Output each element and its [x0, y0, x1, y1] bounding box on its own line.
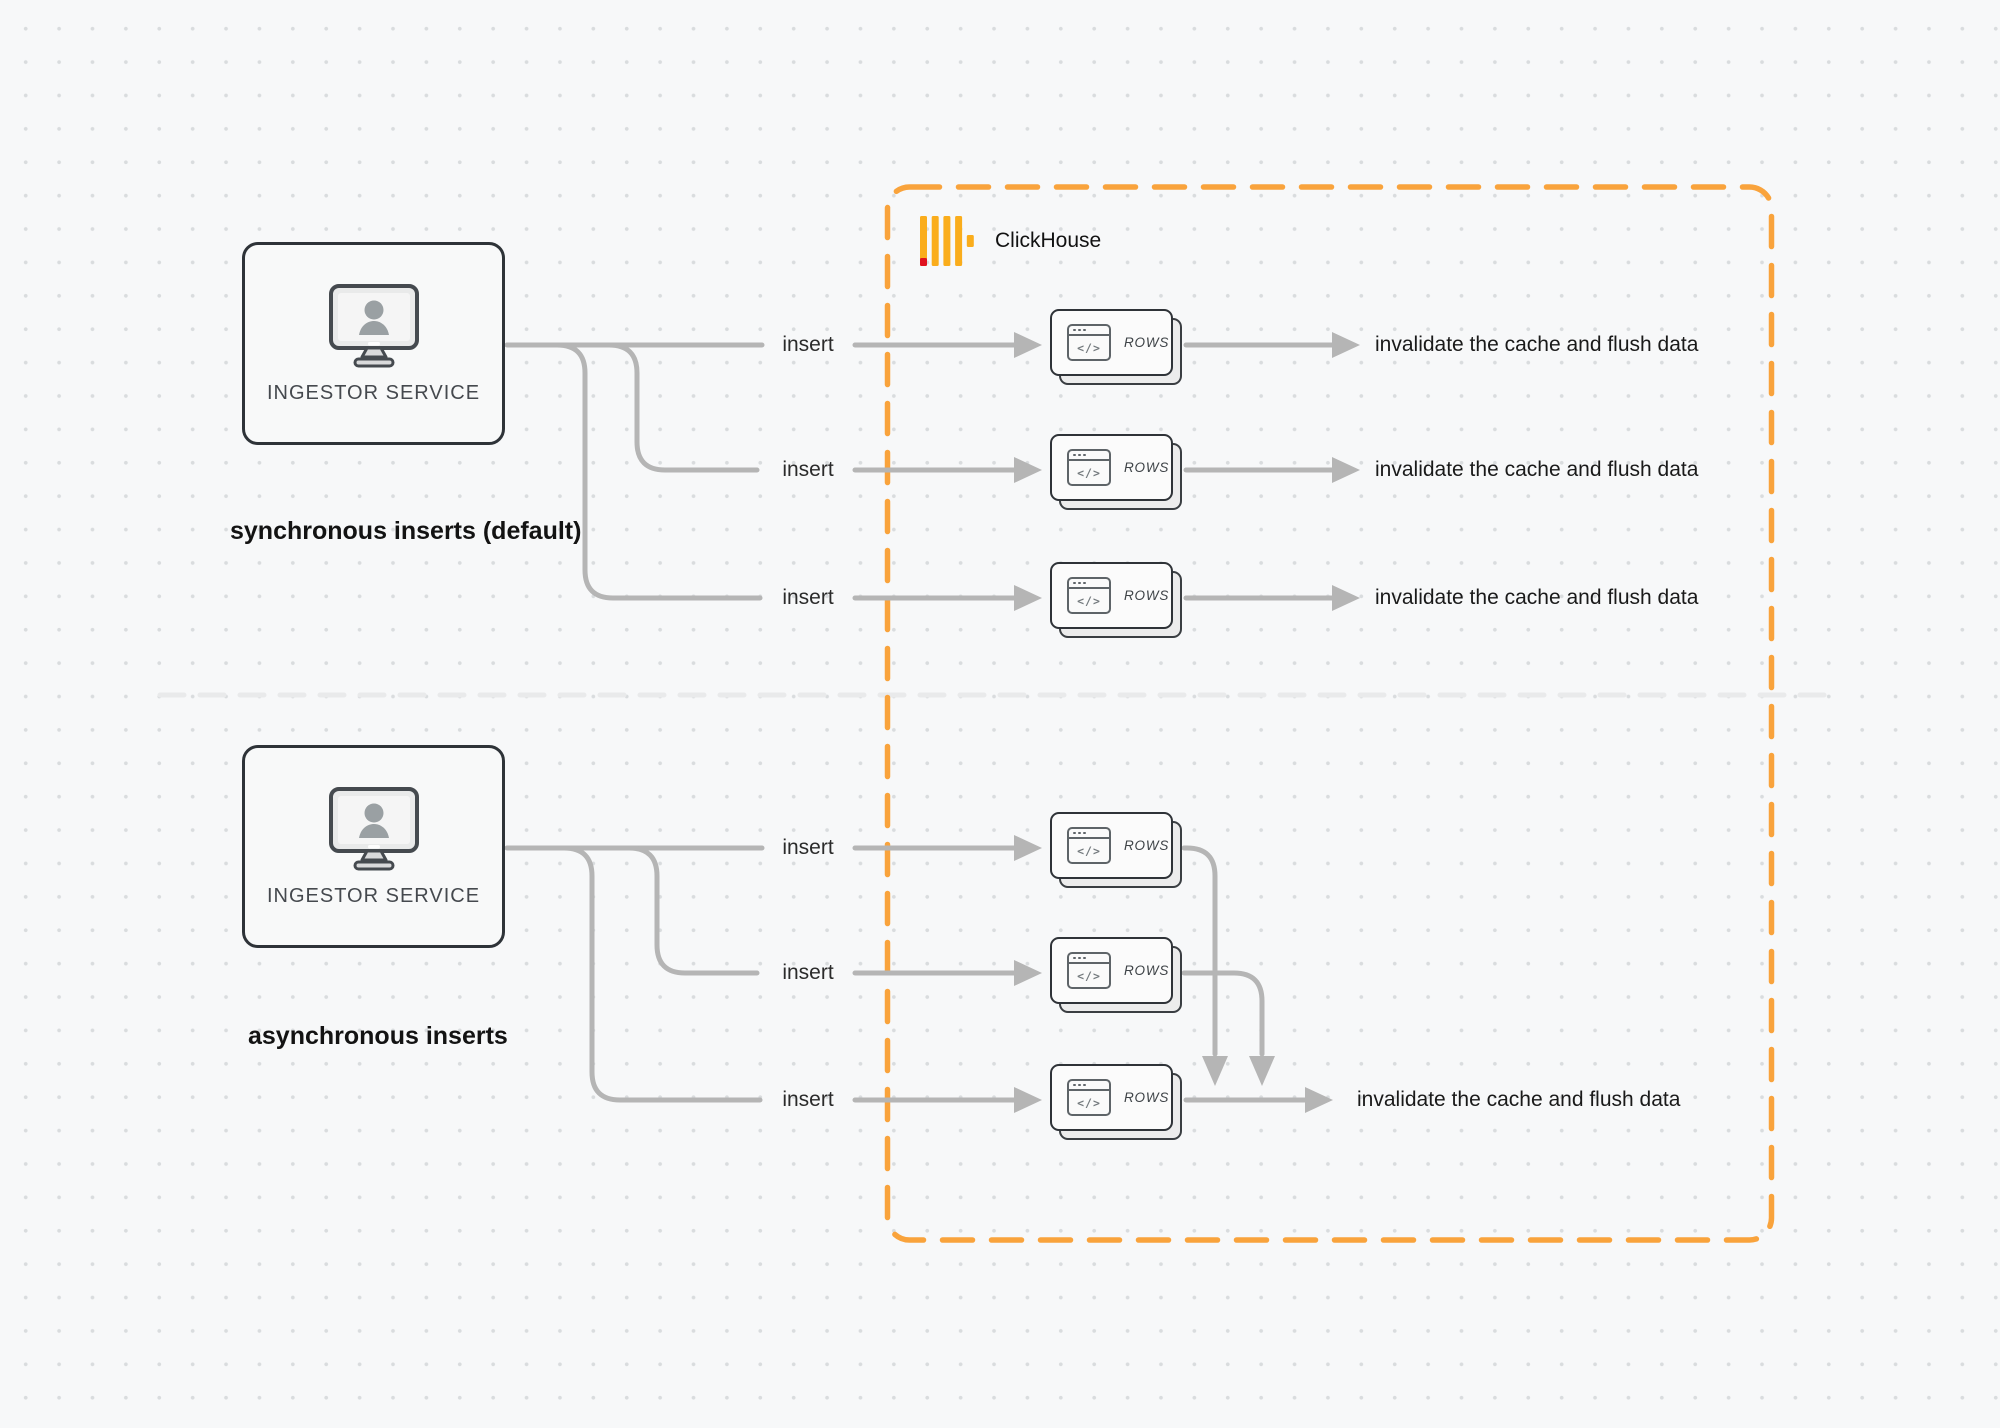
sync-connectors — [504, 342, 1335, 601]
code-window-icon: </> — [1067, 324, 1111, 361]
code-window-icon: </> — [1067, 1079, 1111, 1116]
async-section-title: asynchronous inserts — [248, 1022, 508, 1050]
ingestor-service-box-async: INGESTOR SERVICE — [242, 745, 505, 948]
rows-card: </> ROWS — [1050, 937, 1182, 1013]
insert-label: insert — [782, 1088, 834, 1111]
monitor-user-icon — [328, 786, 419, 870]
async-arrowheads — [1014, 835, 1333, 1113]
code-window-icon: </> — [1067, 577, 1111, 614]
service-box-label: INGESTOR SERVICE — [266, 884, 481, 907]
insert-label: insert — [782, 333, 834, 356]
service-box-label: INGESTOR SERVICE — [266, 381, 481, 404]
clickhouse-boundary — [884, 184, 1775, 1243]
insert-label: insert — [782, 961, 834, 984]
sync-arrowheads — [1014, 332, 1360, 611]
clickhouse-name: ClickHouse — [995, 229, 1102, 252]
rows-card: </> ROWS — [1050, 434, 1182, 510]
code-window-icon: </> — [1067, 952, 1111, 989]
ingestor-service-box-sync: INGESTOR SERVICE — [242, 242, 505, 445]
insert-label: insert — [782, 586, 834, 609]
code-window-icon: </> — [1067, 827, 1111, 864]
rows-label: ROWS — [1124, 963, 1170, 978]
clickhouse-lockup: ClickHouse — [920, 215, 1101, 267]
rows-card: </> ROWS — [1050, 1064, 1182, 1140]
result-label: invalidate the cache and flush data — [1375, 586, 1699, 609]
sync-section-title: synchronous inserts (default) — [230, 517, 582, 545]
rows-card: </> ROWS — [1050, 309, 1182, 385]
rows-label: ROWS — [1124, 460, 1170, 475]
clickhouse-logo-icon — [920, 216, 974, 266]
async-connectors — [504, 845, 1308, 1103]
rows-label: ROWS — [1124, 838, 1170, 853]
rows-card: </> ROWS — [1050, 812, 1182, 888]
rows-label: ROWS — [1124, 588, 1170, 603]
insert-label: insert — [782, 458, 834, 481]
monitor-user-icon — [328, 283, 419, 367]
rows-card: </> ROWS — [1050, 562, 1182, 638]
result-label: invalidate the cache and flush data — [1375, 458, 1699, 481]
result-label: invalidate the cache and flush data — [1375, 333, 1699, 356]
rows-label: ROWS — [1124, 335, 1170, 350]
result-label: invalidate the cache and flush data — [1357, 1088, 1681, 1111]
code-window-icon: </> — [1067, 449, 1111, 486]
insert-label: insert — [782, 836, 834, 859]
rows-label: ROWS — [1124, 1090, 1170, 1105]
